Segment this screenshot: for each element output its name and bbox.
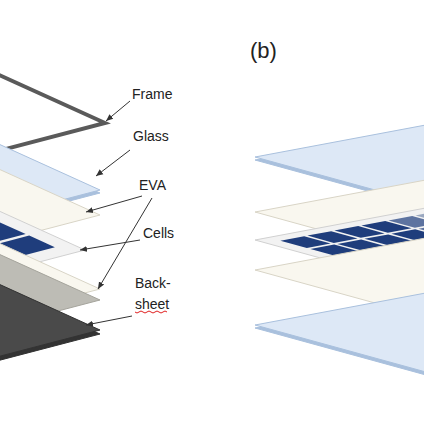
solar-cell [418,224,424,236]
solar-cell [388,216,424,228]
part-name: Cells [143,223,174,244]
leader-line [80,240,140,250]
part-name: Glass [133,126,169,147]
part-name: Back- sheet [135,273,179,315]
module-a-layers [0,5,105,402]
part-name: EVA [139,175,166,196]
leader-line [86,316,132,325]
leader-line [106,101,130,121]
solar-cell [0,222,26,243]
part-name: Frame [132,84,172,105]
solar-cell [415,211,424,223]
leader-line [96,150,130,176]
panel-letter: (b) [250,40,277,61]
leader-line [86,196,142,212]
glass-layer [0,72,100,258]
backsheet-layer [0,212,100,398]
module-b-layers [255,112,424,383]
glass-layer [255,280,424,380]
